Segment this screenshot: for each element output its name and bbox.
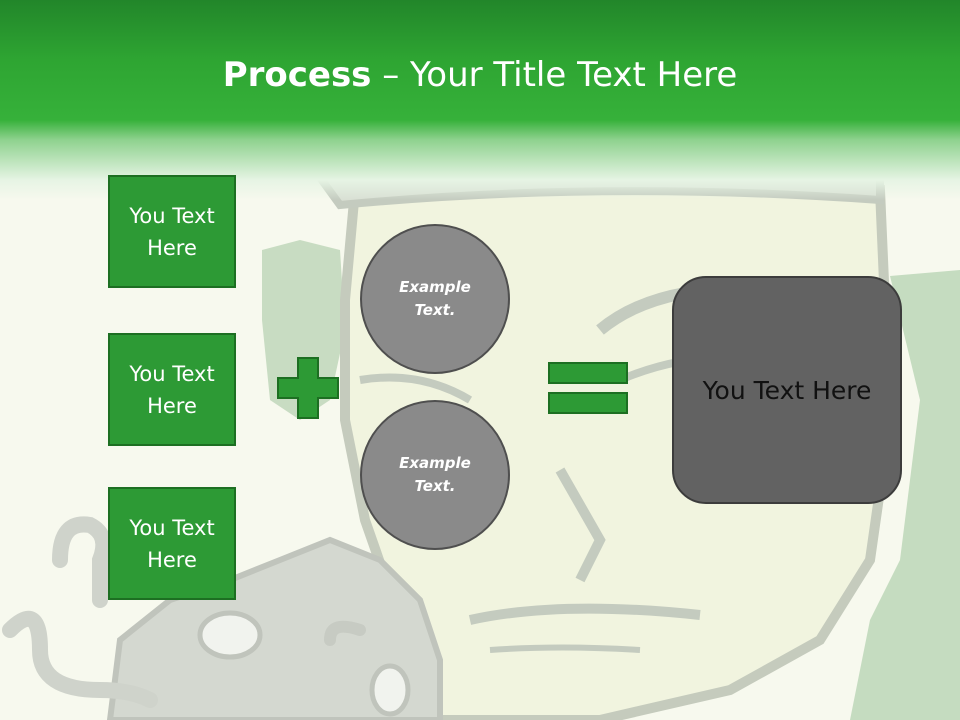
text-box-3[interactable]: You Text Here bbox=[108, 487, 236, 600]
example-circle-2-label: Example Text. bbox=[399, 454, 471, 495]
example-circle-1-label: Example Text. bbox=[399, 278, 471, 319]
title-rest: – Your Title Text Here bbox=[371, 55, 738, 95]
example-circle-2[interactable]: Example Text. bbox=[360, 400, 510, 550]
plus-icon bbox=[277, 357, 339, 419]
title-bold: Process bbox=[222, 55, 372, 95]
text-box-1[interactable]: You Text Here bbox=[108, 175, 236, 288]
slide-title: Process – Your Title Text Here bbox=[0, 52, 960, 98]
equals-icon bbox=[548, 362, 628, 414]
header-band bbox=[0, 0, 960, 200]
text-box-2[interactable]: You Text Here bbox=[108, 333, 236, 446]
result-box[interactable]: You Text Here bbox=[672, 276, 902, 504]
example-circle-1[interactable]: Example Text. bbox=[360, 224, 510, 374]
